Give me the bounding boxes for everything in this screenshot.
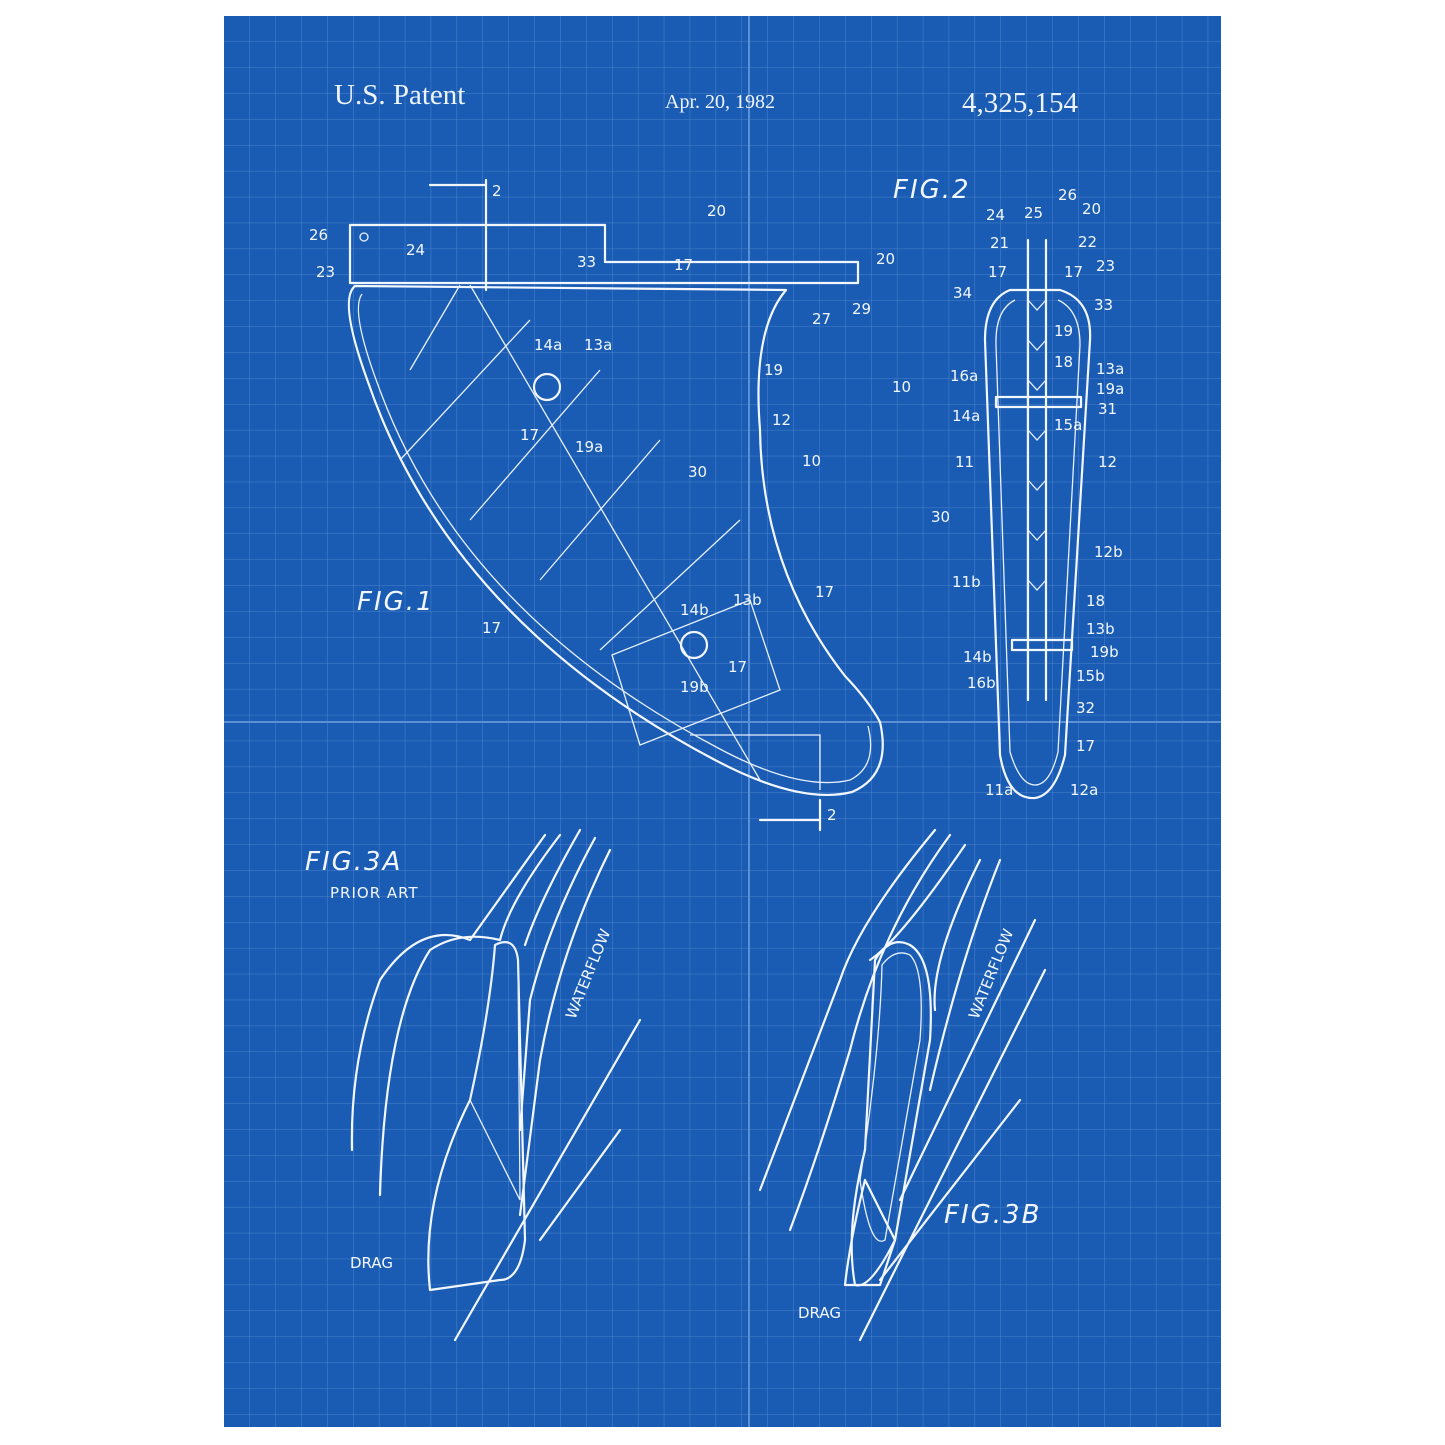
reference-numeral: 30 xyxy=(931,508,950,526)
fig3a-title: FIG.3A xyxy=(305,847,402,877)
reference-numeral: 10 xyxy=(802,452,821,470)
section-mark: 2 xyxy=(492,182,502,200)
reference-numeral: 34 xyxy=(953,284,972,302)
reference-numeral: 33 xyxy=(1094,296,1113,314)
reference-numeral: 11b xyxy=(952,573,981,591)
fig3a-prior-art-label: PRIOR ART xyxy=(330,884,419,902)
reference-numeral: 20 xyxy=(1082,200,1101,218)
reference-numeral: 15b xyxy=(1076,667,1105,685)
reference-numeral: 19a xyxy=(575,438,603,456)
reference-numeral: 27 xyxy=(812,310,831,328)
patent-date: Apr. 20, 1982 xyxy=(665,91,775,113)
reference-numeral: 20 xyxy=(707,202,726,220)
reference-numeral: 13a xyxy=(584,336,612,354)
reference-numeral: 17 xyxy=(482,619,501,637)
reference-numeral: 16b xyxy=(967,674,996,692)
reference-numeral: 12 xyxy=(1098,453,1117,471)
fig3b-title: FIG.3B xyxy=(944,1200,1041,1230)
reference-numeral: 20 xyxy=(876,250,895,268)
reference-numeral: 17 xyxy=(815,583,834,601)
fig3a-drawing xyxy=(350,828,642,1342)
reference-numeral: 17 xyxy=(988,263,1007,281)
reference-numeral: 13b xyxy=(733,591,762,609)
reference-numeral: 11a xyxy=(985,781,1013,799)
reference-numeral: 17 xyxy=(520,426,539,444)
reference-numeral: 29 xyxy=(852,300,871,318)
reference-numeral: 23 xyxy=(316,263,335,281)
reference-numeral: 18 xyxy=(1054,353,1073,371)
reference-numeral: 17 xyxy=(674,256,693,274)
reference-numeral: 12 xyxy=(772,411,791,429)
reference-numeral: 18 xyxy=(1086,592,1105,610)
reference-numeral: 14a xyxy=(534,336,562,354)
fig3a-drag-label: DRAG xyxy=(350,1254,393,1272)
reference-numeral: 24 xyxy=(986,206,1005,224)
reference-numeral: 24 xyxy=(406,241,425,259)
section-mark: 2 xyxy=(827,806,837,824)
reference-numeral: 11 xyxy=(955,453,974,471)
reference-numeral: 17 xyxy=(728,658,747,676)
reference-numeral: 32 xyxy=(1076,699,1095,717)
reference-numeral: 10 xyxy=(892,378,911,396)
reference-numeral: 15a xyxy=(1054,416,1082,434)
reference-numeral: 26 xyxy=(1058,186,1077,204)
fig2-title: FIG.2 xyxy=(893,175,971,205)
reference-numeral: 13b xyxy=(1086,620,1115,638)
reference-numeral: 21 xyxy=(990,234,1009,252)
patent-title: U.S. Patent xyxy=(334,79,465,111)
reference-numeral: 30 xyxy=(688,463,707,481)
fig1-drawing xyxy=(347,178,884,832)
reference-numeral: 26 xyxy=(309,226,328,244)
fig2-drawing xyxy=(983,238,1092,800)
reference-numeral: 31 xyxy=(1098,400,1117,418)
fig3b-drawing xyxy=(758,828,1047,1342)
reference-numeral: 17 xyxy=(1076,737,1095,755)
reference-numeral: 33 xyxy=(577,253,596,271)
fig1-title: FIG.1 xyxy=(357,587,435,617)
reference-numeral: 12a xyxy=(1070,781,1098,799)
reference-numeral: 16a xyxy=(950,367,978,385)
reference-numeral: 19 xyxy=(1054,322,1073,340)
reference-numeral: 14a xyxy=(952,407,980,425)
reference-numeral: 25 xyxy=(1024,204,1043,222)
reference-numeral: 17 xyxy=(1064,263,1083,281)
reference-numeral: 19b xyxy=(1090,643,1119,661)
patent-number: 4,325,154 xyxy=(962,87,1079,119)
fig1-labels: 26 24 23 33 17 20 27 29 20 14a 13a 19 17… xyxy=(309,202,895,696)
fig2-labels: 24 25 26 20 21 22 17 17 23 34 33 19 18 1… xyxy=(892,186,1124,799)
reference-numeral: 19a xyxy=(1096,380,1124,398)
reference-numeral: 23 xyxy=(1096,257,1115,275)
reference-numeral: 14b xyxy=(680,601,709,619)
fig3b-drag-label: DRAG xyxy=(798,1304,841,1322)
reference-numeral: 13a xyxy=(1096,360,1124,378)
reference-numeral: 19 xyxy=(764,361,783,379)
reference-numeral: 14b xyxy=(963,648,992,666)
reference-numeral: 12b xyxy=(1094,543,1123,561)
reference-numeral: 22 xyxy=(1078,233,1097,251)
reference-numeral: 19b xyxy=(680,678,709,696)
